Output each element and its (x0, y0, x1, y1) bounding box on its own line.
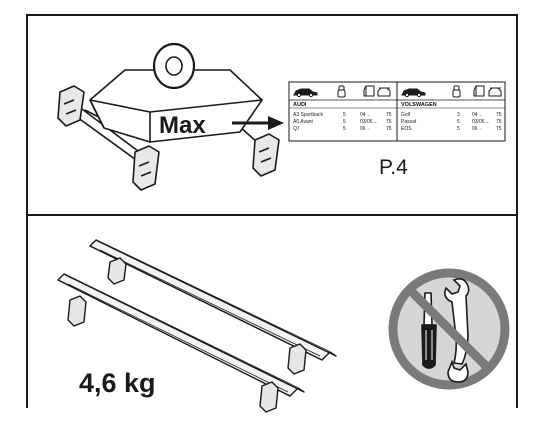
seat-icon (337, 85, 346, 98)
table-cell: 03/05→ (472, 119, 490, 125)
table-cell: 75 (386, 112, 392, 118)
table-cell: Q7 (293, 126, 300, 132)
table-cell: 04→ (472, 112, 483, 118)
table-cell: 75 (496, 112, 502, 118)
max-weight-block (89, 42, 263, 143)
table-cell: EOS (401, 126, 412, 132)
seat-icon (452, 85, 461, 98)
table-header-icons-left (293, 85, 391, 98)
table-brand-right: VOLSWAGEN (401, 102, 437, 108)
table-rows-left: A3 Sportback 5 04→ 75 A6 Avant 5 03/05→ … (293, 112, 392, 132)
table-cell: Golf (401, 112, 411, 118)
page-frame (26, 14, 518, 408)
table-cell: Passat (401, 119, 417, 125)
roof-bars-illustration (57, 239, 337, 413)
table-cell: 04→ (360, 112, 371, 118)
table-cell: 75 (496, 119, 502, 125)
roof-icon (377, 87, 391, 97)
table-cell: 75 (496, 126, 502, 132)
roof-bar-front (57, 273, 305, 397)
rack-foot-right (252, 133, 280, 177)
table-cell: 06→ (360, 126, 371, 132)
screwdriver-icon (421, 292, 437, 369)
table-brand-left: AUDI (293, 102, 307, 108)
car-icon (401, 88, 426, 98)
table-cell: 5 (457, 119, 460, 125)
door-icon (473, 85, 485, 97)
roof-rack-load-illustration (57, 42, 284, 191)
table-cell: 3 (457, 112, 460, 118)
table-cell: A3 Sportback (293, 112, 324, 118)
table-cell: 5 (343, 112, 346, 118)
table-cell: 75 (386, 119, 392, 125)
rack-foot-front (132, 145, 160, 191)
table-header-icons-right (401, 85, 502, 98)
door-icon (363, 85, 375, 97)
arrow-icon (232, 116, 284, 130)
weight-label: 4,6 kg (79, 368, 156, 398)
table-cell: 5 (343, 119, 346, 125)
rack-foot-left (57, 85, 85, 127)
table-cell: 5 (457, 126, 460, 132)
section-divider (26, 214, 518, 216)
table-rows-right: Golf 3 04→ 75 Passat 5 03/05→ 75 EOS 5 0… (401, 112, 502, 132)
table-cell: 06→ (472, 126, 483, 132)
table-cell: 75 (386, 126, 392, 132)
table-cell: 5 (343, 126, 346, 132)
no-tools-icon (388, 268, 510, 390)
table-cell: 03/05→ (360, 119, 378, 125)
car-icon (293, 88, 318, 98)
vehicle-table: AUDI VOLSWAGEN A3 Sportback 5 04→ 75 A6 … (288, 81, 506, 142)
roof-bar-back (89, 239, 337, 361)
page-reference: P.4 (379, 156, 408, 179)
roof-icon (488, 87, 502, 97)
max-label: Max (159, 112, 206, 139)
table-cell: A6 Avant (293, 119, 314, 125)
